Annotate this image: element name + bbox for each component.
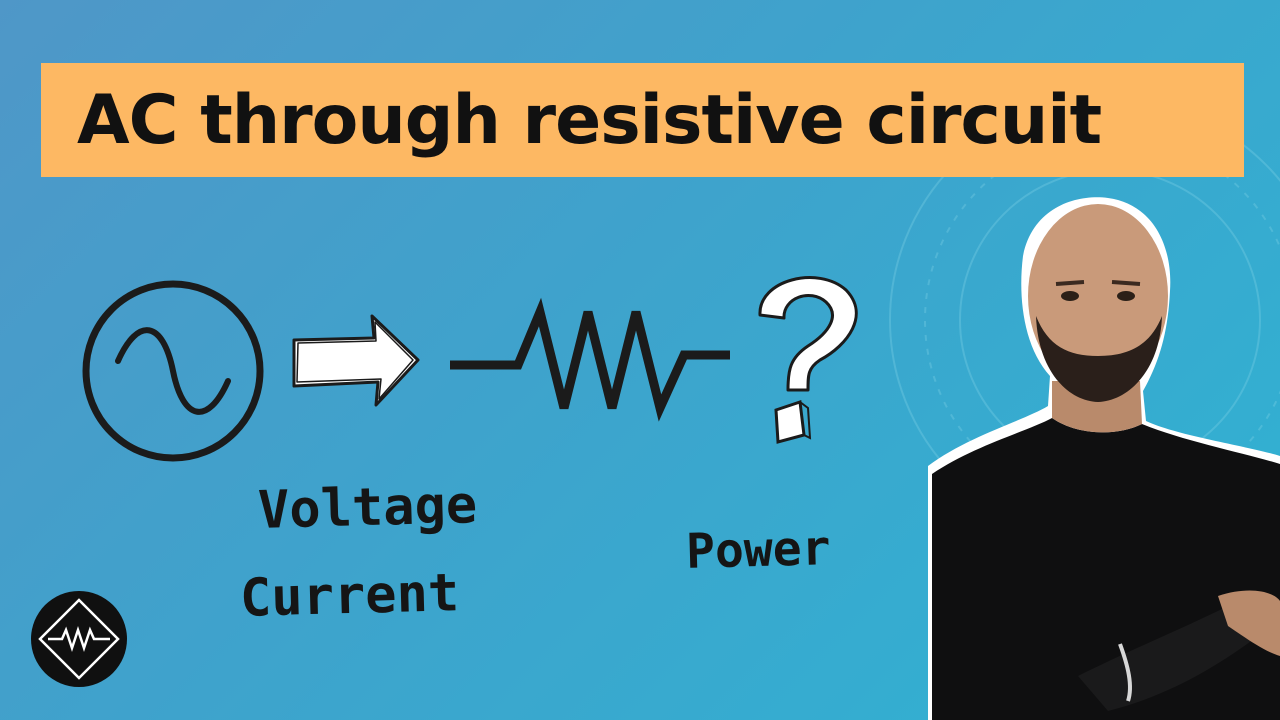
- resistor-icon: [450, 297, 730, 422]
- presenter-photo: [928, 196, 1280, 720]
- label-voltage: Voltage: [257, 475, 478, 541]
- channel-logo-icon: [31, 591, 127, 687]
- question-mark-icon: [758, 276, 858, 444]
- label-power: Power: [685, 520, 832, 580]
- ac-source-icon: [82, 280, 264, 462]
- arrow-right-icon: [292, 314, 420, 407]
- page-title: AC through resistive circuit: [77, 80, 1102, 160]
- label-current: Current: [239, 563, 460, 629]
- title-banner: AC through resistive circuit: [41, 63, 1244, 177]
